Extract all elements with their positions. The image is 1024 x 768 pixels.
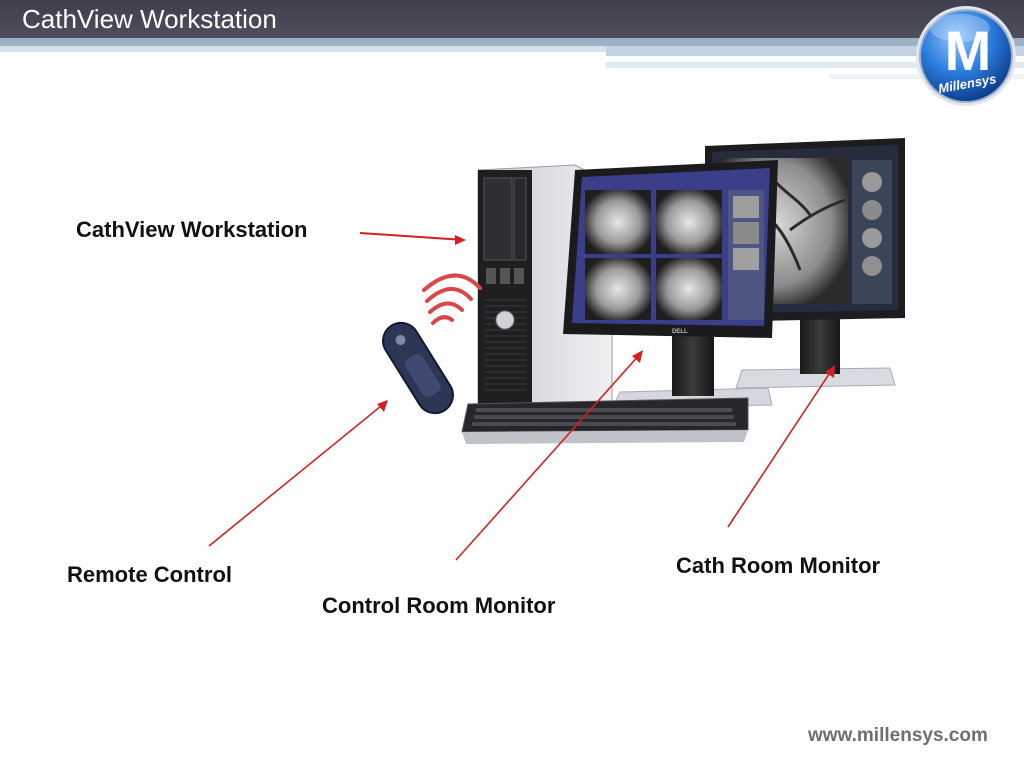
millensys-logo: M Millensys [916, 6, 1016, 106]
label-cath-room-monitor: Cath Room Monitor [676, 553, 881, 578]
header-stripe-right [606, 46, 1024, 56]
keyboard [461, 397, 749, 444]
header-stripe-right [606, 62, 1024, 68]
arrow-workstation [359, 232, 465, 241]
slide-title: CathView Workstation [22, 4, 277, 34]
footer-url[interactable]: www.millensys.com [808, 725, 988, 746]
arrow-control-room-monitor [455, 352, 642, 561]
computer-tower [477, 164, 613, 421]
label-remote-control: Remote Control [67, 562, 232, 587]
header-stripe-light [0, 46, 1024, 52]
label-control-room-monitor: Control Room Monitor [322, 593, 556, 618]
monitor-brand: DELL [672, 329, 688, 335]
label-cathview-workstation: CathView Workstation [76, 217, 308, 242]
header-bar: CathView Workstation [0, 0, 1024, 38]
header-stripe [0, 38, 1024, 46]
remote-control-illustration [382, 273, 482, 415]
control-room-monitor-illustration: DELL [563, 160, 778, 409]
arrow-remote-control [208, 401, 387, 547]
logo-letter: M [945, 19, 992, 82]
arrow-cath-room-monitor [727, 367, 834, 528]
pointer-arrows [208, 232, 835, 561]
